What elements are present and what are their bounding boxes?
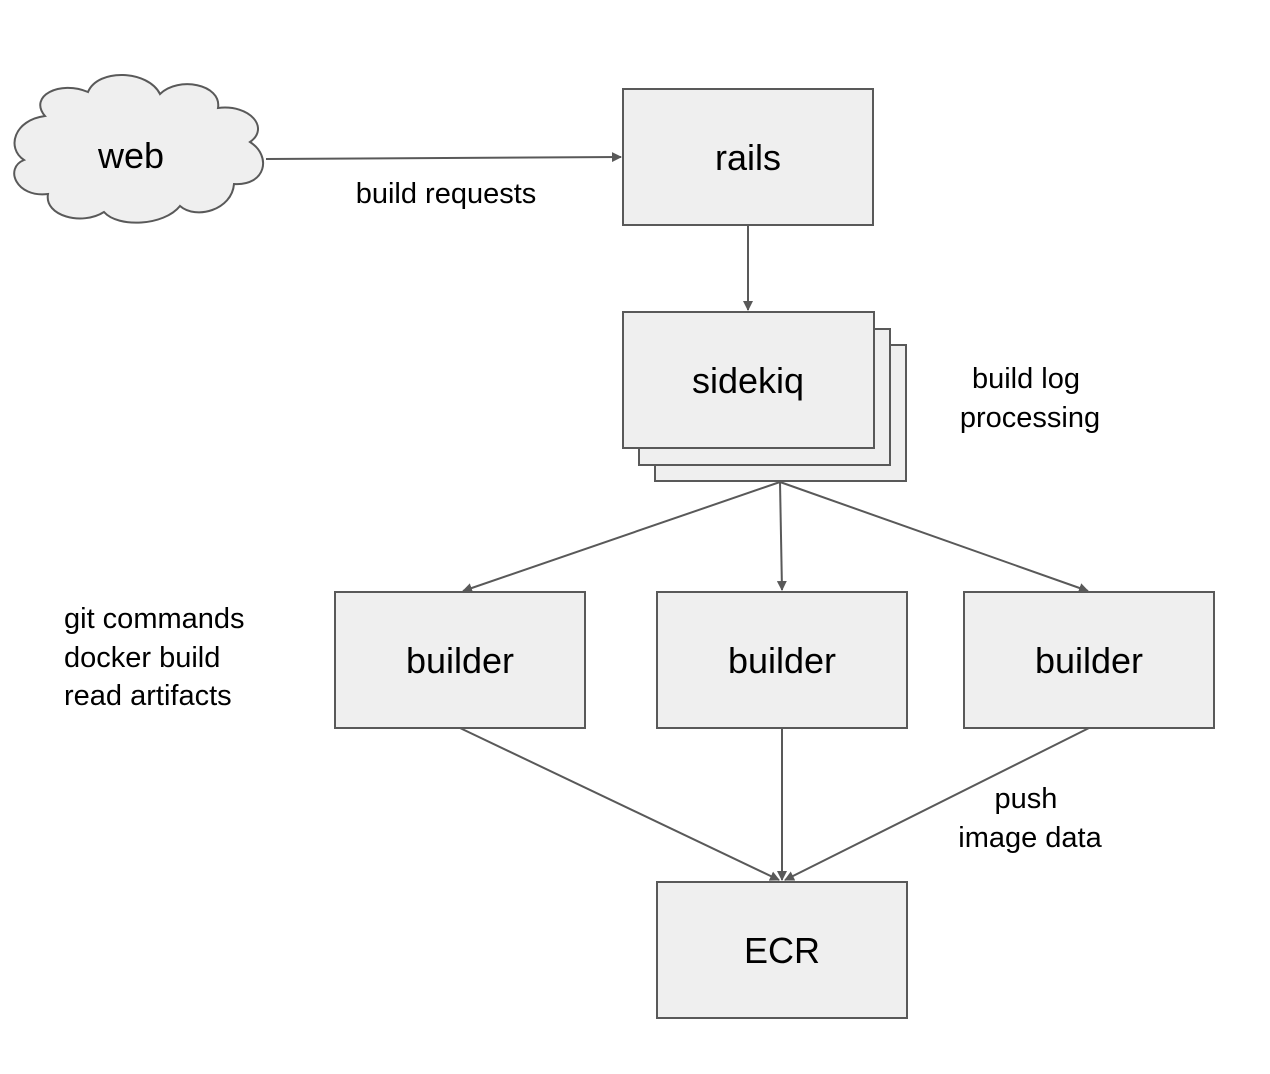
build-log-processing-line-1: build log	[972, 363, 1080, 395]
build-log-processing-line-2: processing	[960, 402, 1100, 434]
arrow-sidekiq-to-builder-right	[779, 481, 1089, 593]
builder-center-node: builder	[656, 591, 908, 729]
build-log-processing-label: build log processing	[960, 363, 1100, 434]
arrow-sidekiq-to-builder-left	[462, 481, 781, 593]
builder-center-label: builder	[728, 640, 836, 681]
builder-left-node: builder	[334, 591, 586, 729]
web-cloud-shape	[13, 74, 265, 224]
builder-right-label: builder	[1035, 640, 1143, 681]
arrow-builder-left-to-ecr	[459, 727, 780, 881]
web-label: web	[97, 135, 164, 176]
ecr-box	[656, 881, 908, 1019]
build-requests-label: build requests	[356, 178, 537, 210]
sidekiq-box	[622, 311, 875, 449]
sidekiq-label: sidekiq	[692, 360, 804, 401]
web-cloud-node: web	[13, 74, 265, 224]
builder-left-label: builder	[406, 640, 514, 681]
builder-right-node: builder	[963, 591, 1215, 729]
push-image-data-line-1: push	[995, 783, 1058, 815]
rails-label: rails	[715, 137, 781, 178]
builder-tasks-label: git commands docker build read artifacts	[64, 603, 253, 712]
builder-tasks-line-1: git commands	[64, 603, 245, 635]
ecr-node: ECR	[656, 881, 908, 1019]
builder-left-box	[334, 591, 586, 729]
ecr-label: ECR	[744, 930, 820, 971]
sidekiq-node: sidekiq	[622, 311, 907, 482]
builder-tasks-line-3: read artifacts	[64, 680, 232, 712]
rails-node: rails	[622, 88, 874, 226]
connectors	[265, 152, 1090, 881]
rails-box	[622, 88, 874, 226]
arrow-builder-right-to-ecr	[784, 727, 1090, 881]
arrow-web-to-rails	[265, 152, 622, 163]
push-image-data-line-2: image data	[958, 822, 1102, 854]
builder-right-box	[963, 591, 1215, 729]
builder-tasks-line-2: docker build	[64, 642, 220, 674]
push-image-data-label: push image data	[958, 783, 1102, 854]
builder-center-box	[656, 591, 908, 729]
arrow-sidekiq-to-builder-center	[776, 481, 787, 591]
